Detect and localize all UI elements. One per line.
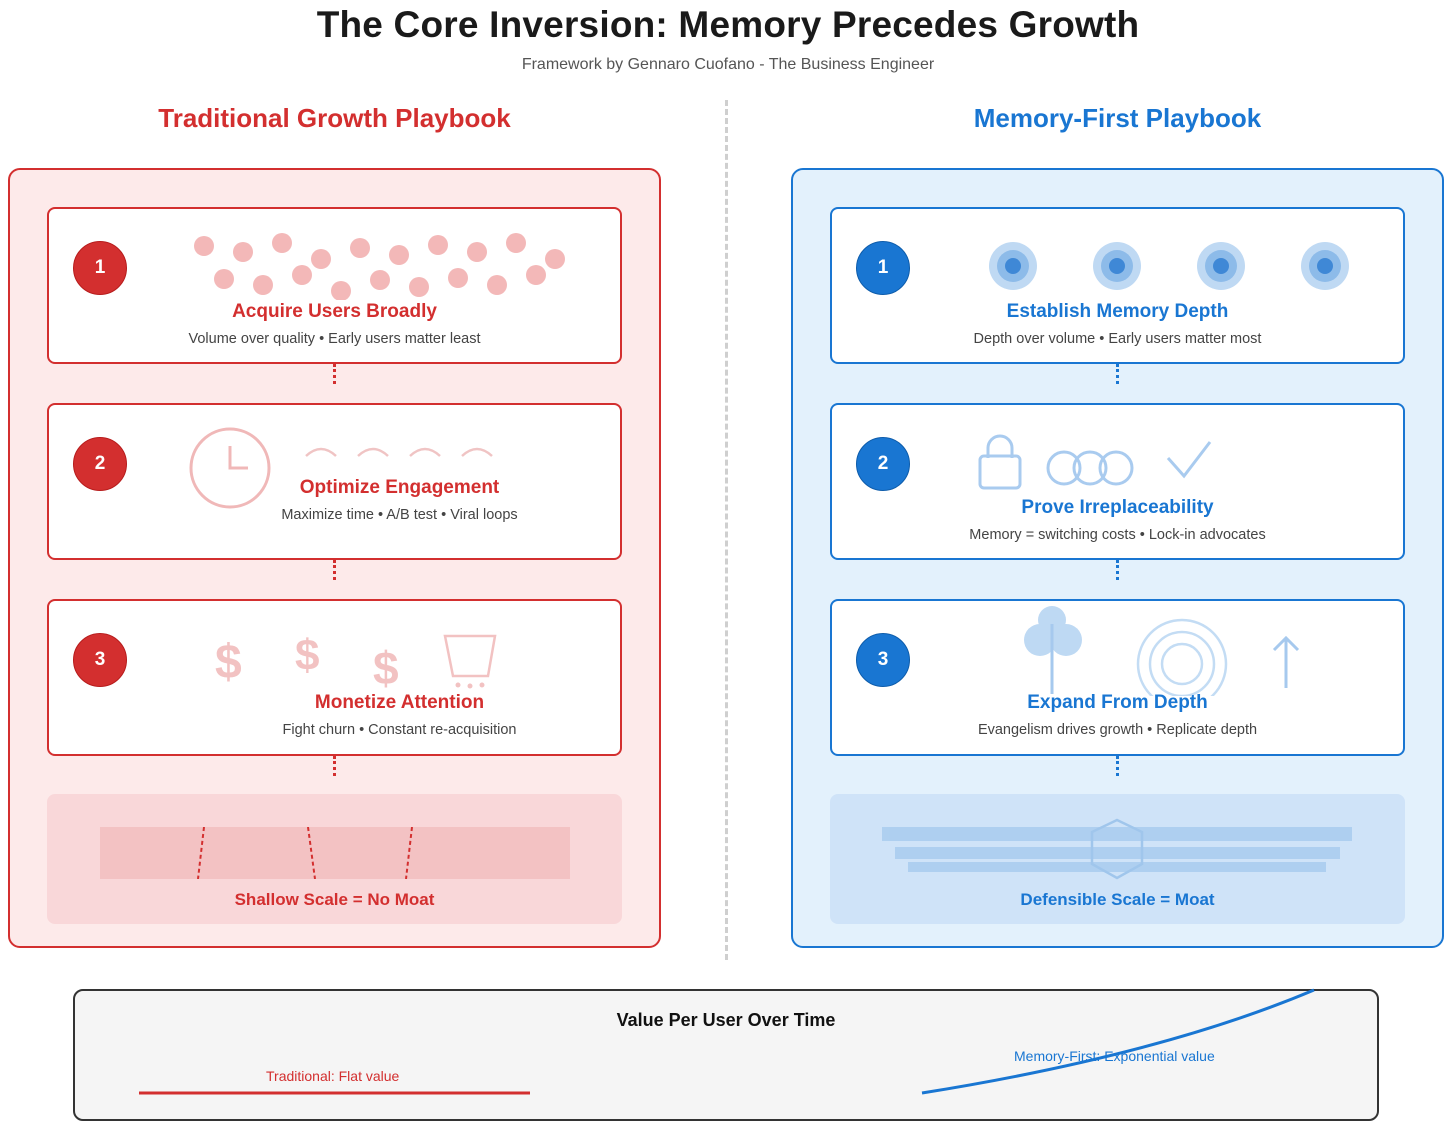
svg-text:$: $ bbox=[295, 631, 319, 680]
traditional-step-2 bbox=[47, 403, 622, 560]
step-description: Volume over quality • Early users matter… bbox=[188, 331, 481, 347]
value-chart-box bbox=[73, 989, 1379, 1121]
step-title: Monetize Attention bbox=[314, 692, 485, 713]
svg-text:$: $ bbox=[215, 636, 242, 689]
step-description: Maximize time • A/B test • Viral loops bbox=[281, 507, 518, 523]
shallow-scale-icon bbox=[100, 827, 570, 879]
memory-first-exponential-curve bbox=[921, 988, 1315, 1095]
page-title: The Core Inversion: Memory Precedes Grow… bbox=[316, 4, 1140, 45]
depth-circles-icon bbox=[989, 242, 1349, 290]
step-connector bbox=[333, 560, 336, 580]
value-chart-title: Value Per User Over Time bbox=[616, 1010, 836, 1030]
defensible-scale-icon bbox=[882, 818, 1352, 880]
step-connector bbox=[1116, 756, 1119, 776]
memory-first-step-3 bbox=[830, 599, 1405, 756]
step-connector bbox=[1116, 364, 1119, 384]
outcome-label: Defensible Scale = Moat bbox=[1020, 890, 1215, 909]
step-title: Expand From Depth bbox=[1027, 692, 1208, 713]
traditional-line-label: Traditional: Flat value bbox=[266, 1068, 400, 1084]
step-description: Evangelism drives growth • Replicate dep… bbox=[977, 722, 1258, 738]
step-connector bbox=[1116, 560, 1119, 580]
step-number-badge: 1 bbox=[856, 241, 910, 295]
user-dots-icon bbox=[194, 233, 565, 300]
step-connector bbox=[333, 364, 336, 384]
value-curves bbox=[139, 988, 1315, 1095]
step-description: Depth over volume • Early users matter m… bbox=[973, 331, 1262, 347]
lock-icon bbox=[978, 434, 1212, 490]
step-number-badge: 2 bbox=[856, 437, 910, 491]
column-divider bbox=[725, 100, 728, 960]
step-description: Memory = switching costs • Lock-in advoc… bbox=[969, 527, 1266, 543]
memory-first-step-2 bbox=[830, 403, 1405, 560]
step-title: Establish Memory Depth bbox=[1006, 301, 1229, 322]
svg-text:$: $ bbox=[373, 642, 399, 692]
step-number-badge: 3 bbox=[856, 633, 910, 687]
traditional-heading: Traditional Growth Playbook bbox=[158, 103, 511, 133]
tree-icon bbox=[1024, 606, 1300, 696]
step-title: Acquire Users Broadly bbox=[232, 301, 437, 322]
step-number-badge: 3 bbox=[73, 633, 127, 687]
step-connector bbox=[333, 756, 336, 776]
outcome-label: Shallow Scale = No Moat bbox=[234, 890, 435, 909]
step-number-badge: 1 bbox=[73, 241, 127, 295]
dollar-icon: $ $ $ bbox=[215, 631, 497, 692]
memory-first-heading: Memory-First Playbook bbox=[973, 103, 1262, 133]
step-number-badge: 2 bbox=[73, 437, 127, 491]
step-title: Prove Irreplaceability bbox=[1021, 497, 1214, 518]
traditional-step-3 bbox=[47, 599, 622, 756]
step-title: Optimize Engagement bbox=[299, 477, 500, 498]
clock-icon bbox=[189, 427, 493, 509]
page-subtitle: Framework by Gennaro Cuofano - The Busin… bbox=[521, 56, 935, 73]
step-description: Fight churn • Constant re-acquisition bbox=[282, 722, 517, 738]
